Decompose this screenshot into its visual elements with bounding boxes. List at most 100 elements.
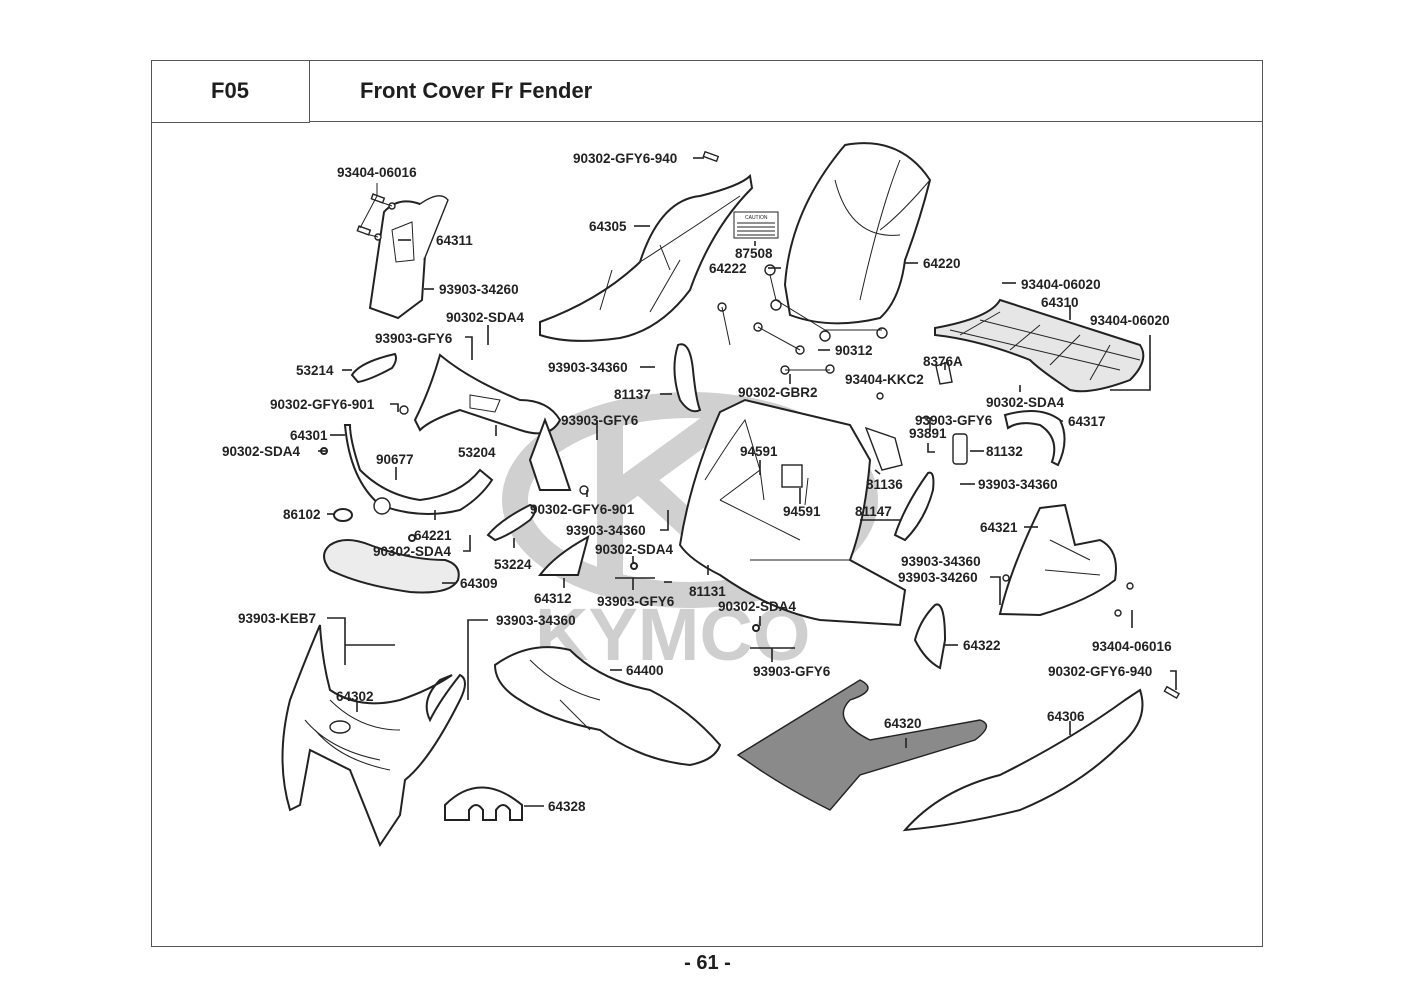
part-label[interactable]: 53224 xyxy=(494,557,532,572)
part-label[interactable]: 64221 xyxy=(414,528,452,543)
part-label[interactable]: 53214 xyxy=(296,363,334,378)
part-label[interactable]: 81147 xyxy=(855,504,892,519)
part-label[interactable]: 93903-34360 xyxy=(901,554,981,569)
part-label[interactable]: 93891 xyxy=(909,426,947,441)
part-64302-front-cover xyxy=(281,624,466,848)
part-label[interactable]: 93903-GFY6 xyxy=(915,413,993,428)
part-81131-inner-cover xyxy=(678,398,907,627)
part-label[interactable]: 81132 xyxy=(986,444,1023,459)
part-label[interactable]: 64302 xyxy=(336,689,374,704)
part-label[interactable]: 93903-34360 xyxy=(566,523,646,538)
part-64312-cover xyxy=(537,535,590,576)
part-64320-floor-mat xyxy=(736,679,988,811)
part-label[interactable]: 93903-GFY6 xyxy=(561,413,639,428)
part-64321-panel xyxy=(998,503,1117,617)
part-64220-windscreen xyxy=(783,142,932,325)
section-code: F05 xyxy=(151,60,310,123)
part-label[interactable]: 93903-GFY6 xyxy=(753,664,831,679)
part-label[interactable]: 81137 xyxy=(614,387,651,402)
header-divider xyxy=(310,121,1263,122)
part-label[interactable]: 93404-06020 xyxy=(1090,313,1170,328)
part-53214-vent xyxy=(350,352,397,384)
part-53204-inner-cover xyxy=(413,353,572,491)
part-label[interactable]: 93903-KEB7 xyxy=(238,611,316,626)
part-label[interactable]: 64220 xyxy=(923,256,961,271)
part-label[interactable]: 93404-06020 xyxy=(1021,277,1101,292)
part-64306-side-cover xyxy=(902,688,1144,832)
part-81132-seal xyxy=(952,433,968,465)
part-label[interactable]: 93903-GFY6 xyxy=(597,594,675,609)
part-label[interactable]: 93404-KKC2 xyxy=(845,372,924,387)
part-label[interactable]: 93404-06016 xyxy=(1092,639,1172,654)
part-label[interactable]: 90302-SDA4 xyxy=(373,544,452,559)
part-label[interactable]: 64306 xyxy=(1047,709,1085,724)
part-label[interactable]: 87508 xyxy=(735,246,773,261)
leader-lines xyxy=(318,157,1177,807)
caution-heading: CAUTION xyxy=(745,215,768,221)
part-label[interactable]: 90302-GFY6-901 xyxy=(270,397,375,412)
screw-fasteners xyxy=(320,150,1181,700)
page-number: - 61 - xyxy=(684,952,731,974)
part-64328-plate xyxy=(444,786,523,821)
part-label[interactable]: 90302-SDA4 xyxy=(222,444,301,459)
part-86102-emblem xyxy=(333,508,353,522)
part-53224-vent xyxy=(486,503,536,542)
part-label[interactable]: 90302-SDA4 xyxy=(446,310,525,325)
part-label[interactable]: 64301 xyxy=(290,428,328,443)
part-label[interactable]: 90302-GBR2 xyxy=(738,385,818,400)
part-label[interactable]: 86102 xyxy=(283,507,321,522)
part-81137-vent xyxy=(673,343,702,413)
part-label[interactable]: 53204 xyxy=(458,445,496,460)
part-label[interactable]: 90677 xyxy=(376,452,414,467)
part-label[interactable]: 64311 xyxy=(436,233,473,248)
caution-label-87508: CAUTION xyxy=(733,211,779,239)
part-label[interactable]: 64309 xyxy=(460,576,498,591)
part-label[interactable]: 90302-GFY6-940 xyxy=(1048,664,1152,679)
part-64400-lower-cover xyxy=(493,646,722,767)
part-label[interactable]: 90302-GFY6-940 xyxy=(573,151,677,166)
part-label[interactable]: 93903-34360 xyxy=(496,613,576,628)
part-label[interactable]: 64305 xyxy=(589,219,627,234)
part-64222-grommets xyxy=(717,264,888,375)
part-label[interactable]: 64222 xyxy=(709,261,747,276)
part-labels: 93404-06016 64311 93903-34260 90302-GFY6… xyxy=(222,151,1172,814)
part-label[interactable]: 64328 xyxy=(548,799,586,814)
part-label[interactable]: 90302-GFY6-901 xyxy=(530,502,635,517)
part-label[interactable]: 81131 xyxy=(689,584,726,599)
part-label[interactable]: 93903-34360 xyxy=(978,477,1058,492)
part-label[interactable]: 64310 xyxy=(1041,295,1079,310)
section-title: Front Cover Fr Fender xyxy=(360,78,593,103)
part-label[interactable]: 64322 xyxy=(963,638,1001,653)
part-64309-pad xyxy=(323,539,460,594)
part-label[interactable]: 93903-GFY6 xyxy=(375,331,453,346)
part-label[interactable]: 93903-34360 xyxy=(548,360,628,375)
part-64305-shape xyxy=(539,173,754,342)
part-64322-cover xyxy=(913,603,947,670)
part-label[interactable]: 90302-SDA4 xyxy=(718,599,797,614)
part-64310-floor-panel xyxy=(934,298,1145,393)
part-label[interactable]: 8376A xyxy=(923,354,963,369)
diagram-frame xyxy=(151,60,1263,947)
section-code-text: F05 xyxy=(211,78,249,103)
part-label[interactable]: 90302-SDA4 xyxy=(595,542,674,557)
part-label[interactable]: 93903-34260 xyxy=(898,570,978,585)
part-label[interactable]: 94591 xyxy=(783,504,821,519)
part-label[interactable]: 94591 xyxy=(740,444,778,459)
part-64317-flap xyxy=(1003,410,1066,467)
part-64301-64221-strip xyxy=(343,424,494,515)
part-label[interactable]: 64321 xyxy=(980,520,1018,535)
part-label[interactable]: 64312 xyxy=(534,591,572,606)
part-64311-shape xyxy=(368,195,449,320)
part-81147-vent xyxy=(893,471,935,542)
part-label[interactable]: 64400 xyxy=(626,663,664,678)
part-label[interactable]: 90312 xyxy=(835,343,873,358)
part-label[interactable]: 64320 xyxy=(884,716,922,731)
fastener-93404-06016-left xyxy=(356,183,396,241)
part-label[interactable]: 93404-06016 xyxy=(337,165,417,180)
part-label[interactable]: 64317 xyxy=(1068,414,1106,429)
part-label[interactable]: 81136 xyxy=(866,477,903,492)
part-label[interactable]: 90302-SDA4 xyxy=(986,395,1065,410)
part-label[interactable]: 93903-34260 xyxy=(439,282,519,297)
part-8376A-clip xyxy=(935,361,953,385)
